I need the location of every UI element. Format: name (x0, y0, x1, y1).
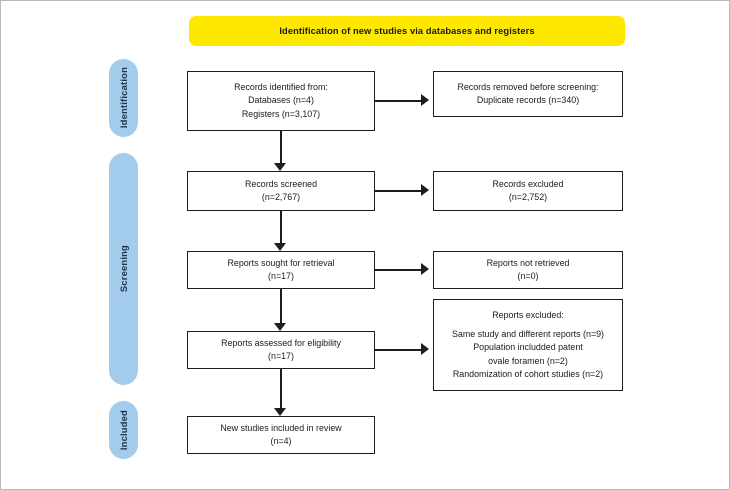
box-records-identified-line3: Registers (n=3,107) (241, 108, 321, 119)
box-reports-sought-line1: Reports sought for retrieval (227, 257, 335, 268)
header-banner: Identification of new studies via databa… (189, 16, 625, 46)
box-reports-not-retrieved-line1: Reports not retrieved (486, 257, 570, 268)
box-records-removed-line2: Duplicate records (n=340) (476, 95, 580, 105)
stage-label-screening: Screening (109, 153, 138, 385)
box-reports-sought-line2: (n=17) (268, 271, 294, 281)
box-records-removed-line1: Records removed before screening: (457, 81, 599, 92)
arrow-screened-to-sought-head (274, 243, 286, 251)
box-reports-assessed-line2: (n=17) (268, 351, 294, 361)
box-reports-excluded-line1: Reports excluded: (492, 309, 564, 320)
arrow-assessed-to-reportsexcluded-line (375, 349, 422, 351)
arrow-assessed-to-included-head (274, 408, 286, 416)
stage-label-included: Included (109, 401, 138, 459)
arrow-identified-to-removed-line (375, 100, 422, 102)
arrow-identified-to-screened-head (274, 163, 286, 171)
box-reports-excluded-line5: Randomization of cohort studies (n=2) (452, 368, 604, 379)
box-records-removed: Records removed before screening: Duplic… (433, 71, 623, 117)
box-reports-not-retrieved: Reports not retrieved (n=0) (433, 251, 623, 289)
stage-label-identification-text: Identification (118, 67, 129, 129)
header-banner-title: Identification of new studies via databa… (279, 26, 535, 36)
arrow-sought-to-assessed-line (280, 289, 282, 323)
box-records-identified-line2: Databases (n=4) (248, 95, 314, 106)
arrow-sought-to-notretrieved-line (375, 269, 422, 271)
box-records-identified-line1: Records identified from: (234, 82, 328, 93)
box-reports-excluded-line2: Same study and different reports (n=9) (451, 329, 605, 340)
box-new-studies-included-line1: New studies included in review (220, 422, 342, 433)
box-records-screened: Records screened (n=2,767) (187, 171, 375, 211)
arrow-sought-to-assessed-head (274, 323, 286, 331)
box-records-identified: Records identified from: Databases (n=4)… (187, 71, 375, 131)
stage-label-included-text: Included (118, 409, 129, 451)
arrow-identified-to-screened-line (280, 131, 282, 164)
box-reports-not-retrieved-line2: (n=0) (517, 271, 539, 281)
box-reports-excluded: Reports excluded: Same study and differe… (433, 299, 623, 391)
arrow-screened-to-excluded-head (421, 184, 429, 196)
box-records-excluded-line2: (n=2,752) (508, 192, 548, 202)
box-records-excluded: Records excluded (n=2,752) (433, 171, 623, 211)
box-reports-assessed: Reports assessed for eligibility (n=17) (187, 331, 375, 369)
stage-label-screening-text: Screening (118, 245, 129, 293)
arrow-identified-to-removed-head (421, 94, 429, 106)
box-reports-excluded-line3: Population includded patent (473, 342, 583, 353)
box-new-studies-included-line2: (n=4) (270, 436, 292, 446)
box-records-screened-line2: (n=2,767) (261, 192, 301, 202)
box-records-screened-line1: Records screened (244, 178, 318, 189)
box-reports-sought: Reports sought for retrieval (n=17) (187, 251, 375, 289)
arrow-sought-to-notretrieved-head (421, 263, 429, 275)
arrow-screened-to-sought-line (280, 211, 282, 244)
arrow-assessed-to-reportsexcluded-head (421, 343, 429, 355)
box-reports-assessed-line1: Reports assessed for eligibility (221, 337, 341, 348)
box-new-studies-included: New studies included in review (n=4) (187, 416, 375, 454)
stage-label-identification: Identification (109, 59, 138, 137)
box-reports-excluded-line4: ovale foramen (n=2) (488, 355, 568, 366)
arrow-screened-to-excluded-line (375, 190, 422, 192)
arrow-assessed-to-included-line (280, 369, 282, 408)
box-records-excluded-line1: Records excluded (492, 178, 564, 189)
